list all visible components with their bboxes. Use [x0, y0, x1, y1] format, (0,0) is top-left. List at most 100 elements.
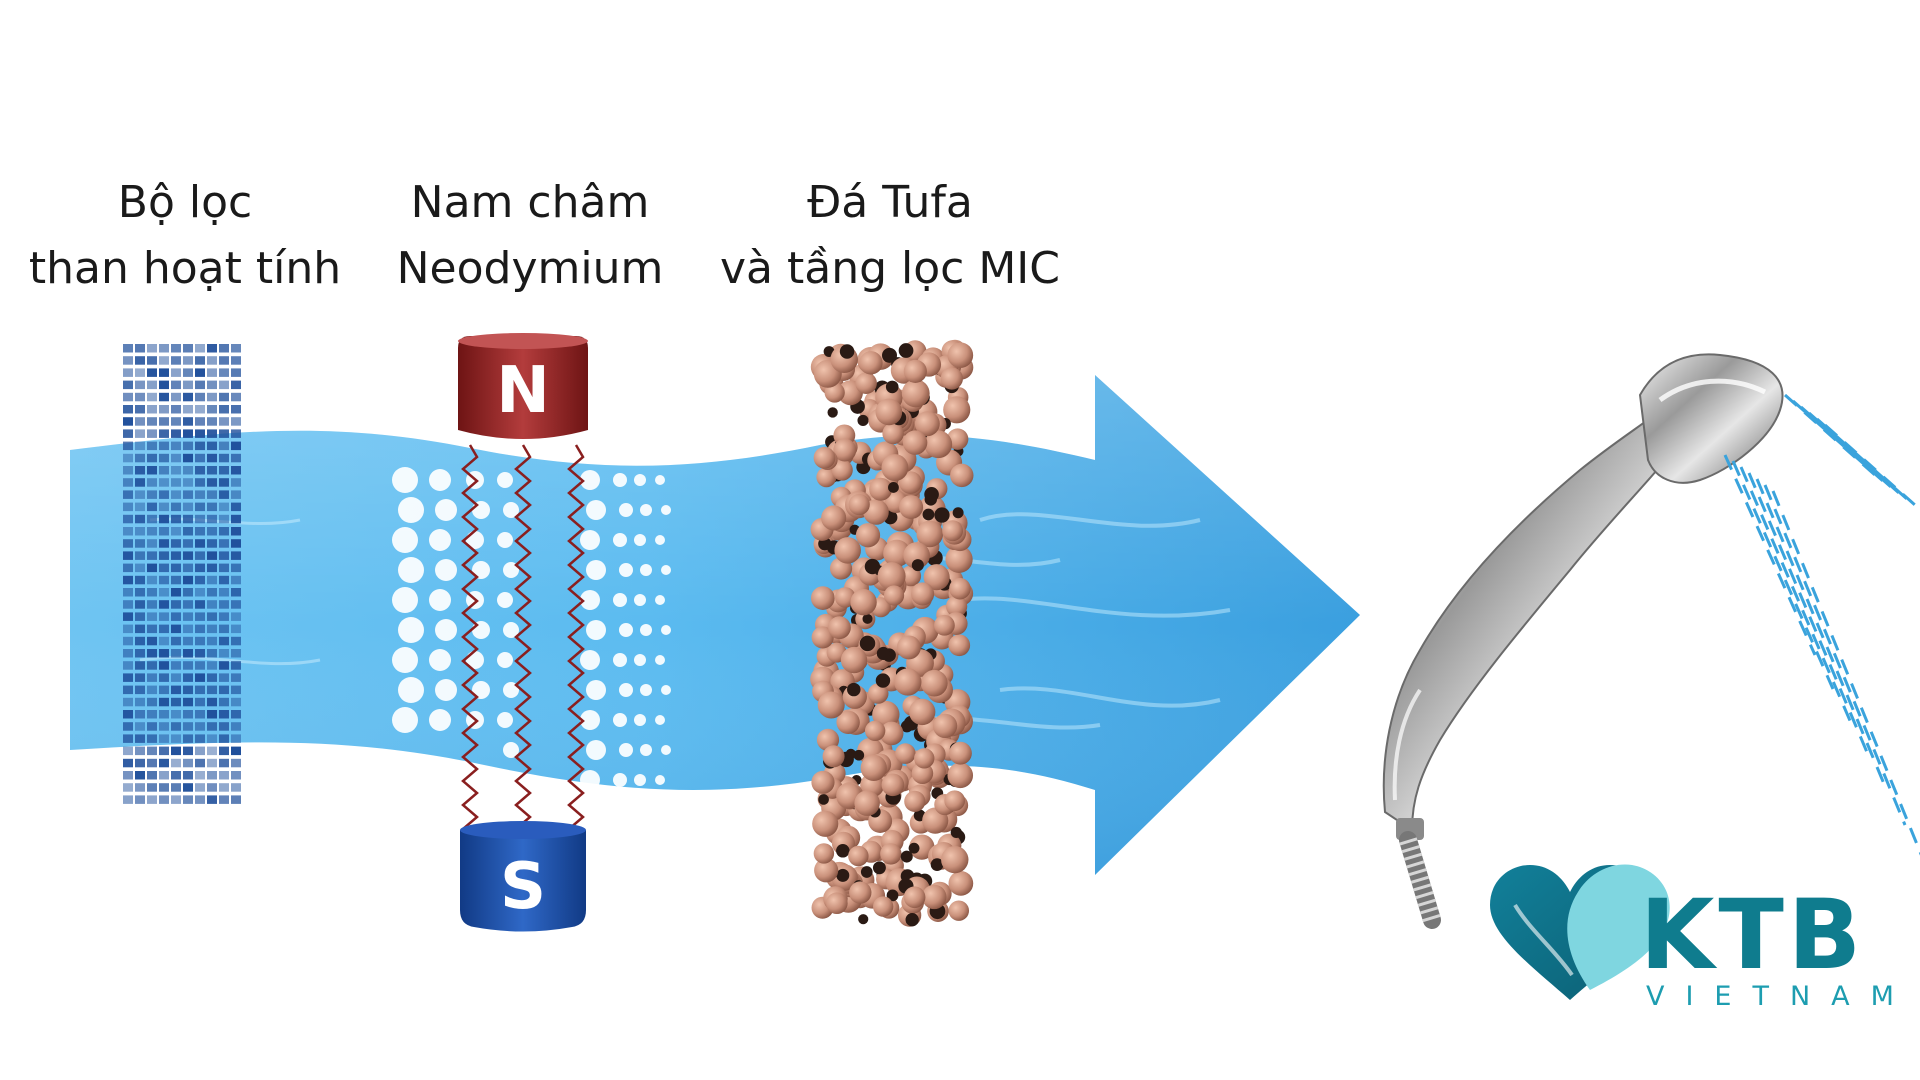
carbon-cell: [171, 344, 181, 353]
carbon-cell: [159, 771, 169, 780]
tufa-stone: [944, 790, 966, 812]
carbon-cell: [147, 356, 157, 365]
carbon-cell: [159, 453, 169, 463]
water-cluster-dots: [392, 467, 671, 790]
carbon-cell: [219, 551, 229, 560]
carbon-cell: [231, 405, 241, 414]
tufa-stone: [894, 668, 922, 696]
carbon-cell: [123, 697, 133, 707]
carbon-cell: [135, 673, 145, 682]
carbon-cell: [147, 600, 157, 609]
water-dot: [497, 652, 513, 668]
carbon-cell: [195, 392, 205, 402]
carbon-cell: [135, 795, 145, 804]
water-dot: [634, 594, 646, 606]
carbon-cell: [207, 624, 217, 634]
tufa-stone: [882, 422, 904, 445]
tufa-stone: [881, 773, 905, 797]
tufa-grain: [875, 673, 891, 688]
carbon-cell: [231, 697, 241, 707]
carbon-cell: [195, 722, 205, 731]
water-dot: [472, 681, 490, 699]
carbon-cell: [219, 624, 229, 634]
carbon-cell: [123, 380, 133, 390]
water-dot: [392, 587, 418, 613]
carbon-cell: [231, 734, 241, 743]
spray-line: [1800, 405, 1892, 489]
tufa-stone: [916, 520, 944, 548]
carbon-cell: [147, 636, 157, 646]
carbon-cell: [147, 527, 157, 536]
carbon-cell: [219, 612, 229, 621]
tufa-stone: [855, 372, 877, 394]
spray-line: [1824, 423, 1916, 507]
water-dot: [586, 740, 606, 760]
shower-hose: [1399, 831, 1441, 929]
tufa-stone: [826, 892, 848, 915]
carbon-cell: [195, 758, 205, 768]
carbon-cell: [231, 380, 241, 390]
carbon-cell: [147, 783, 157, 792]
carbon-cell: [171, 758, 181, 768]
water-dot: [580, 650, 600, 670]
tufa-grain: [827, 407, 838, 418]
tufa-stone: [880, 843, 902, 865]
carbon-cell: [231, 600, 241, 609]
carbon-cell: [207, 502, 217, 512]
carbon-cell: [135, 636, 145, 646]
carbon-cell: [207, 685, 217, 695]
tufa-stone: [834, 537, 861, 564]
carbon-cell: [159, 795, 169, 804]
carbon-cell: [207, 551, 217, 560]
carbon-cell: [159, 490, 169, 499]
carbon-cell: [219, 502, 229, 512]
carbon-cell: [123, 612, 133, 621]
carbon-cell: [195, 600, 205, 609]
carbon-cell: [183, 490, 193, 499]
carbon-cell: [135, 783, 145, 792]
tufa-stone: [922, 884, 947, 910]
water-dot: [640, 624, 652, 636]
carbon-cell: [123, 624, 133, 634]
water-dot: [640, 684, 652, 696]
carbon-cell: [159, 478, 169, 487]
carbon-cell: [123, 722, 133, 731]
tufa-grain: [836, 868, 850, 882]
water-spray-lines: [1723, 393, 1920, 856]
carbon-cell: [183, 344, 193, 353]
carbon-cell: [159, 502, 169, 512]
tufa-stone: [924, 430, 953, 459]
carbon-cell: [231, 649, 241, 658]
carbon-cell: [219, 795, 229, 804]
spray-line: [1816, 417, 1908, 501]
spray-line: [1723, 454, 1817, 656]
water-dot: [580, 530, 600, 550]
field-line: [567, 444, 585, 830]
tufa-stone: [854, 790, 880, 816]
stage-label-line2: Neodymium: [396, 243, 664, 294]
carbon-cell: [171, 466, 181, 475]
stage-label-tufa: Đá Tufa và tầng lọc MIC: [700, 170, 1080, 302]
carbon-cell: [231, 624, 241, 634]
carbon-cell: [195, 417, 205, 426]
carbon-cell: [147, 380, 157, 390]
carbon-cell: [147, 771, 157, 780]
carbon-cell: [159, 417, 169, 426]
tufa-grain: [908, 842, 920, 854]
tufa-stone: [948, 900, 970, 921]
carbon-cell: [183, 612, 193, 621]
tufa-stone: [828, 616, 851, 640]
carbon-cell: [207, 441, 217, 451]
tufa-stone: [810, 586, 835, 610]
carbon-cell: [171, 612, 181, 621]
carbon-cell: [123, 551, 133, 560]
carbon-cell: [231, 502, 241, 512]
carbon-cell: [123, 649, 133, 658]
carbon-cell: [231, 588, 241, 597]
carbon-cell: [231, 392, 241, 402]
carbon-cell: [123, 405, 133, 414]
water-dot: [435, 679, 457, 701]
tufa-grain: [862, 613, 873, 624]
carbon-cell: [171, 783, 181, 792]
carbon-cell: [171, 514, 181, 524]
